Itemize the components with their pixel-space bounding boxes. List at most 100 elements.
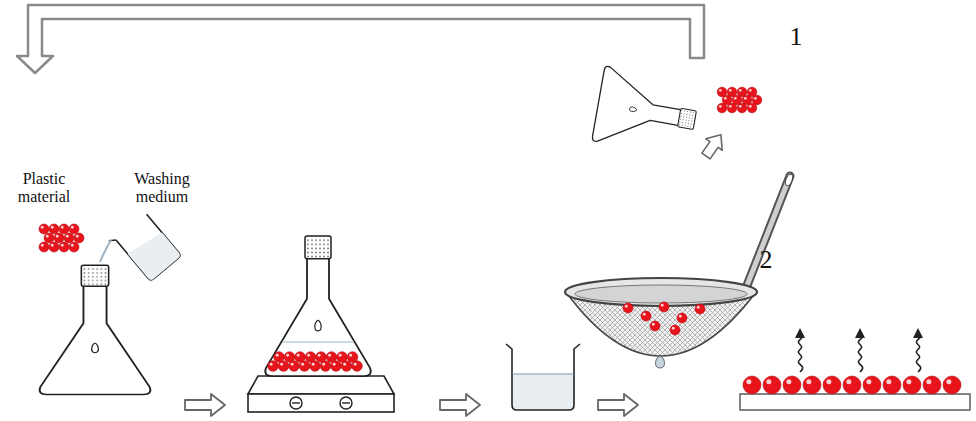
plastic-pellets — [724, 97, 727, 100]
plastic-pellets — [783, 376, 801, 394]
plastic-pellets — [727, 103, 737, 113]
plastic-pellets — [744, 97, 747, 100]
plastic-pellets — [51, 244, 54, 247]
evaporation-arrows — [913, 328, 923, 338]
plastic-pellets — [328, 354, 331, 357]
pouring-beaker — [109, 211, 182, 285]
step-label: Plastic material — [7, 170, 81, 207]
plastic-pellets — [297, 354, 300, 357]
plastic-pellets — [652, 323, 655, 326]
plastic-pellets — [749, 89, 752, 92]
emptied-flask — [592, 66, 702, 158]
plastic-pellets — [625, 305, 628, 308]
plastic-pellets — [806, 379, 811, 384]
stirring-flask — [265, 236, 371, 376]
return-arrow — [17, 5, 704, 73]
filtrate-beaker — [512, 374, 574, 410]
plastic-pellets — [41, 226, 44, 229]
filtrate-beaker — [506, 344, 580, 410]
plastic-pellets — [39, 242, 49, 252]
plastic-pellets — [339, 354, 342, 357]
filling-flask — [40, 265, 151, 394]
plastic-pellets — [747, 103, 757, 113]
recover-arrow — [698, 129, 729, 162]
sieve — [575, 285, 747, 303]
plastic-pellets — [886, 379, 891, 384]
plastic-pellets — [717, 87, 762, 113]
plastic-pellets — [349, 354, 352, 357]
plastic-pellets — [719, 105, 722, 108]
plastic-pellets — [69, 224, 79, 234]
plastic-pellets — [843, 376, 861, 394]
plastic-pellets — [318, 354, 321, 357]
plastic-pellets — [280, 363, 283, 366]
plastic-pellets — [826, 379, 831, 384]
plastic-pellets — [697, 306, 700, 309]
plastic-pellets — [39, 224, 49, 234]
plastic-pellets — [883, 376, 901, 394]
plastic-pellets — [672, 327, 675, 330]
step-arrow — [185, 394, 225, 416]
plastic-pellets — [866, 379, 871, 384]
stirrer-plate — [248, 376, 394, 412]
plastic-pellets — [670, 325, 680, 335]
plastic-pellets — [946, 379, 951, 384]
plastic-pellets — [823, 376, 841, 394]
plastic-pellets — [695, 304, 705, 314]
plastic-pellets — [623, 303, 633, 313]
plastic-pellets — [677, 313, 687, 323]
plastic-pellets — [322, 363, 325, 366]
filling-flask — [40, 265, 151, 394]
plastic-pellets — [743, 376, 961, 394]
plastic-pellets — [274, 352, 285, 363]
callout-number: 2 — [754, 245, 778, 275]
plastic-pellets — [56, 235, 59, 238]
pouring-beaker — [128, 228, 182, 281]
plastic-pellets — [268, 361, 279, 372]
sieve — [746, 176, 790, 288]
plastic-pellets — [906, 379, 911, 384]
plastic-pellets — [786, 379, 791, 384]
plastic-pellets — [766, 379, 771, 384]
pouring-stream — [100, 240, 111, 262]
plastic-pellets — [717, 103, 727, 113]
plastic-pellets — [643, 313, 646, 316]
plastic-pellets — [71, 226, 74, 229]
plastic-pellets — [679, 315, 682, 318]
plastic-pellets — [312, 363, 315, 366]
step-arrow — [440, 394, 480, 416]
plastic-pellets — [64, 233, 74, 243]
plastic-pellets — [659, 302, 669, 312]
step-arrow — [598, 394, 638, 416]
step-label: Washing medium — [124, 170, 200, 207]
plastic-pellets — [737, 103, 747, 113]
plastic-pellets — [333, 363, 336, 366]
plastic-pellets — [734, 97, 737, 100]
plastic-pellets — [66, 235, 69, 238]
plastic-pellets — [743, 376, 761, 394]
sieve — [656, 356, 665, 368]
filtrate-beaker — [506, 344, 580, 410]
plastic-pellets — [61, 226, 64, 229]
plastic-pellets — [59, 224, 69, 234]
stirrer-plate — [340, 397, 352, 409]
plastic-pellets — [754, 97, 757, 100]
pouring-beaker — [116, 214, 181, 281]
plastic-pellets — [291, 363, 294, 366]
plastic-pellets — [739, 105, 742, 108]
plastic-pellets — [76, 235, 79, 238]
evaporation-arrows — [795, 328, 923, 372]
liquid-level — [282, 341, 354, 342]
plastic-pellets — [59, 242, 69, 252]
plastic-pellets — [763, 376, 781, 394]
plastic-pellets — [337, 352, 348, 363]
plastic-pellets — [49, 224, 59, 234]
plastic-pellets — [41, 244, 44, 247]
plastic-pellets — [51, 226, 54, 229]
plastic-pellets — [661, 304, 664, 307]
plastic-pellets — [46, 235, 49, 238]
plastic-pellets — [307, 354, 310, 357]
evaporation-arrows — [855, 328, 865, 338]
plastic-pellets — [343, 363, 346, 366]
plastic-pellets — [923, 376, 941, 394]
